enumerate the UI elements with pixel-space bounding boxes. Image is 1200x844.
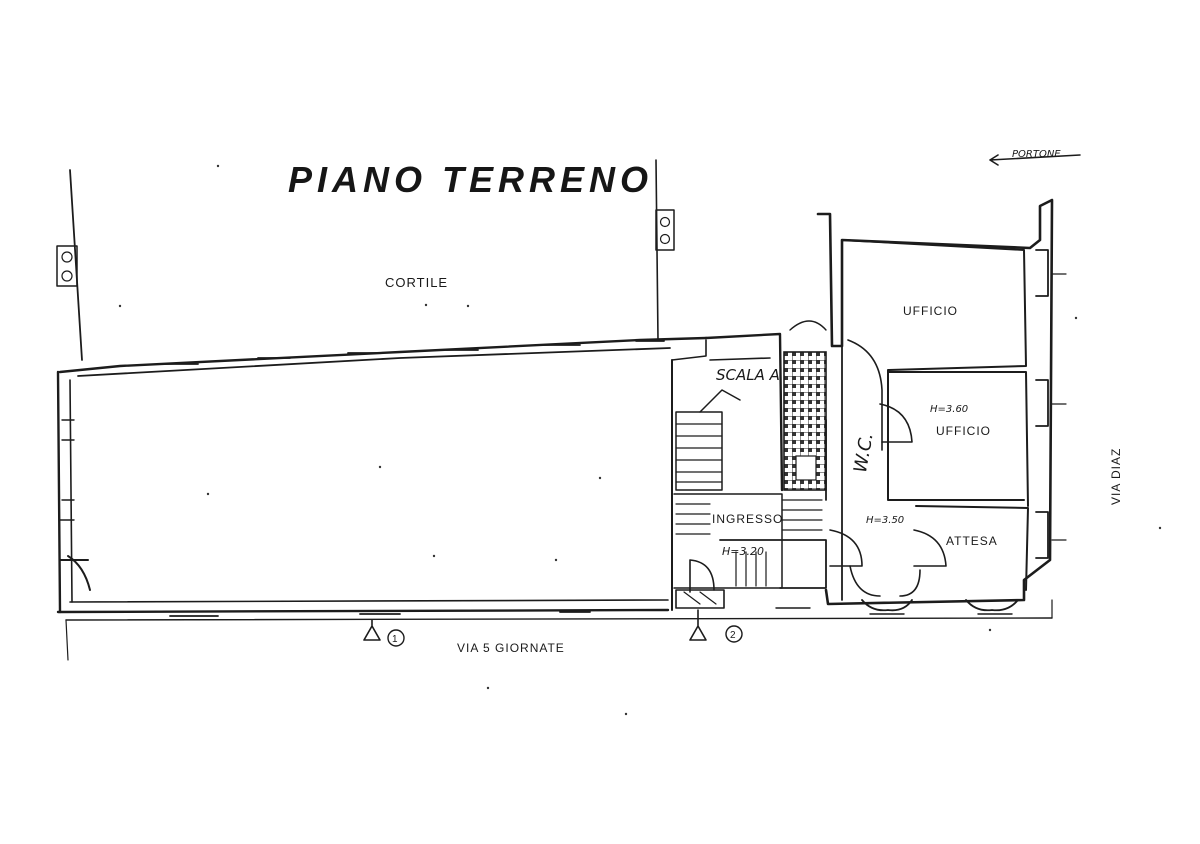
wc-label: W.C. <box>850 431 878 474</box>
fixture-circle-icon <box>659 233 671 245</box>
section-marker-1: 1 <box>363 619 405 647</box>
courtyard-fixture-west <box>56 245 78 287</box>
portone-label: PORTONE <box>1012 149 1061 160</box>
ufficio-2-label: UFFICIO <box>936 424 991 438</box>
scan-specks <box>118 164 1162 716</box>
attesa-height-label: H=3.50 <box>866 515 904 526</box>
tiled-stairwell <box>783 320 827 491</box>
street-south: VIA 5 GIORNATE <box>65 599 1053 661</box>
marker-2-number: 2 <box>730 630 737 641</box>
plan-title: PIANO TERRENO <box>288 159 653 200</box>
section-marker-2: 2 <box>689 609 743 643</box>
fixture-circle-icon <box>61 270 73 282</box>
stair-block: SCALA A INGRESSO H=3.20 <box>671 332 827 611</box>
offices-block: UFFICIO H=3.60 UFFICIO H=3.50 ATTESA W.C… <box>775 198 1067 615</box>
ufficio-2-height-label: H=3.60 <box>930 404 968 415</box>
scala-label: SCALA A <box>716 366 780 384</box>
fixture-circle-icon <box>659 216 671 228</box>
main-hall <box>56 336 708 617</box>
courtyard-west-line <box>69 169 83 361</box>
street-south-label: VIA 5 GIORNATE <box>457 641 565 655</box>
street-east-label: VIA DIAZ <box>1109 448 1123 505</box>
portone-arrow: PORTONE <box>989 149 1081 166</box>
fixture-circle-icon <box>61 251 73 263</box>
ingresso-label: INGRESSO <box>712 512 783 526</box>
courtyard-fixture-east <box>655 209 675 251</box>
marker-1-number: 1 <box>392 634 399 645</box>
attesa-label: ATTESA <box>946 534 998 548</box>
ingresso-height-label: H=3.20 <box>722 545 764 558</box>
ufficio-1-label: UFFICIO <box>903 304 958 318</box>
cortile-label: CORTILE <box>385 275 448 290</box>
